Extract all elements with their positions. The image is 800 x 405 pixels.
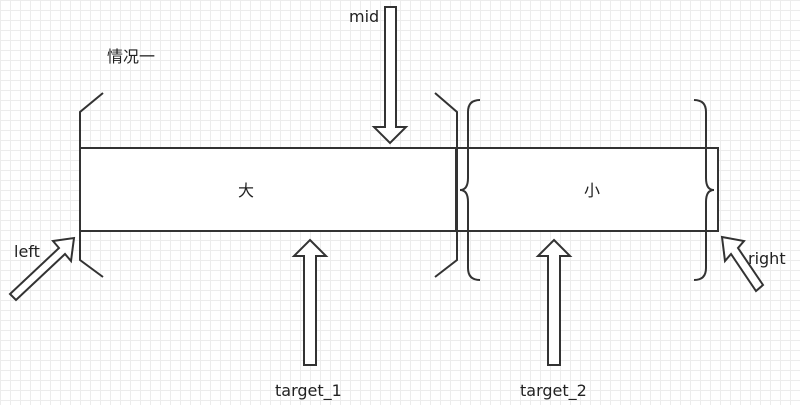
right-range-bracket — [434, 92, 458, 278]
array-bar — [79, 147, 719, 232]
target-2-arrow — [535, 238, 573, 366]
left-label: left — [14, 242, 40, 261]
mid-label: mid — [349, 7, 379, 26]
mid-arrow — [371, 6, 409, 145]
target-1-arrow — [291, 238, 329, 366]
target-2-label: target_2 — [520, 381, 587, 401]
right-label: right — [748, 249, 786, 268]
case-label: 情况一 — [107, 47, 155, 66]
small-label: 小 — [584, 181, 600, 200]
right-curly-brace — [693, 99, 715, 281]
left-pointer-arrow — [8, 236, 76, 302]
left-range-bracket — [79, 92, 104, 278]
right-pointer-arrow — [720, 235, 765, 293]
target-1-label: target_1 — [275, 381, 342, 401]
left-curly-brace — [459, 99, 481, 281]
big-label: 大 — [238, 181, 254, 200]
